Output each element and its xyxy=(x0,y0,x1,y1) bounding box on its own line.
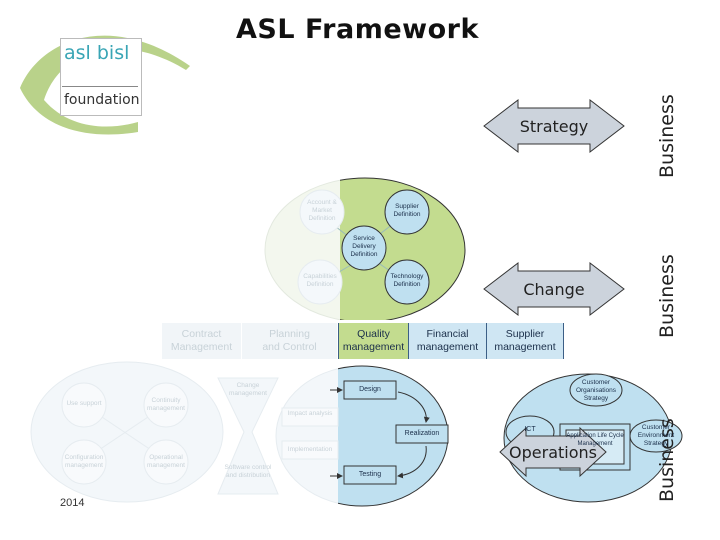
strategy-arrow xyxy=(483,98,625,154)
label-customer-org: Customer Organisations Strategy xyxy=(575,379,617,402)
label-supplier-def: Supplier Definition xyxy=(393,203,421,218)
cell-planning-line2: and Control xyxy=(262,341,317,353)
cell-contract-line1: Contract xyxy=(181,328,222,340)
logo-bisl: bisl xyxy=(96,42,130,64)
label-customer-env: Customer Environment Strategy xyxy=(637,424,675,447)
label-configuration: Configuration management xyxy=(64,454,104,469)
box-testing xyxy=(343,465,397,485)
label-testing: Testing xyxy=(358,471,382,478)
node-technology xyxy=(384,259,430,305)
label-ict: ICT xyxy=(524,426,536,433)
cell-financial-management: Financial management xyxy=(408,323,486,359)
change-label: Change xyxy=(523,280,585,299)
label-technology: Technology Definition xyxy=(390,273,424,288)
cell-supplier-line2: management xyxy=(494,341,556,353)
cell-supplier-line1: Supplier xyxy=(505,328,545,340)
logo-line1: asl bisl xyxy=(64,42,129,64)
logo-asl: asl xyxy=(64,42,91,64)
label-service-delivery: Service Delivery Definition xyxy=(350,235,378,258)
box-implementation xyxy=(281,440,339,460)
business-label-change: Business xyxy=(656,254,678,338)
box-design xyxy=(343,380,397,400)
cell-planning-line1: Planning xyxy=(269,328,310,340)
page-title: ASL Framework xyxy=(236,14,479,45)
logo-divider xyxy=(62,86,138,87)
cell-planning-control: Planning and Control xyxy=(242,323,338,359)
label-account-market: Account & Market Definition xyxy=(307,199,337,222)
label-implementation: Implementation xyxy=(287,446,333,453)
operations-left-ellipse xyxy=(30,361,224,503)
box-impact xyxy=(281,407,339,427)
cell-financial-line2: management xyxy=(416,341,479,353)
flow-arrow-2 xyxy=(397,445,427,479)
business-label-strategy: Business xyxy=(656,94,678,178)
label-operational: Operational management xyxy=(147,454,185,469)
operations-arrow xyxy=(499,426,607,478)
node-supplier-def xyxy=(384,189,430,235)
node-service-delivery xyxy=(341,225,387,271)
label-software-control: Software control and distribution xyxy=(224,464,272,479)
label-impact-analysis: Impact analysis xyxy=(287,410,333,417)
flow-arrow-1 xyxy=(397,391,430,423)
label-continuity: Continuity management xyxy=(147,397,185,412)
logo-foundation: foundation xyxy=(64,92,140,108)
node-capabilities xyxy=(297,259,343,305)
label-design: Design xyxy=(359,386,381,393)
label-use-support: Use support xyxy=(66,400,102,407)
cell-quality-line1: Quality xyxy=(357,328,390,340)
asl-bisl-logo: asl bisl foundation xyxy=(0,0,200,140)
operations-label: Operations xyxy=(509,443,597,462)
connecting-hourglass xyxy=(217,377,279,495)
label-app-lifecycle: Application Life Cycle Management xyxy=(566,433,624,447)
change-arrow xyxy=(483,261,625,317)
cell-financial-line1: Financial xyxy=(426,328,469,340)
strategy-label: Strategy xyxy=(519,117,589,136)
node-account-market xyxy=(299,189,345,235)
label-capabilities: Capabilities Definition xyxy=(303,273,337,288)
cell-contract-management: Contract Management xyxy=(162,323,242,359)
box-realization xyxy=(395,424,449,444)
year-label: 2014 xyxy=(60,497,85,509)
label-change-management: Change management xyxy=(229,382,267,397)
cell-supplier-management: Supplier management xyxy=(486,323,564,359)
cell-contract-line2: Management xyxy=(170,341,233,353)
logo-box xyxy=(60,38,142,116)
cell-quality-management: Quality management xyxy=(338,323,408,359)
process-bar: Contract Management Planning and Control… xyxy=(162,323,564,359)
label-realization: Realization xyxy=(404,430,440,437)
cell-quality-line2: management xyxy=(342,341,405,353)
